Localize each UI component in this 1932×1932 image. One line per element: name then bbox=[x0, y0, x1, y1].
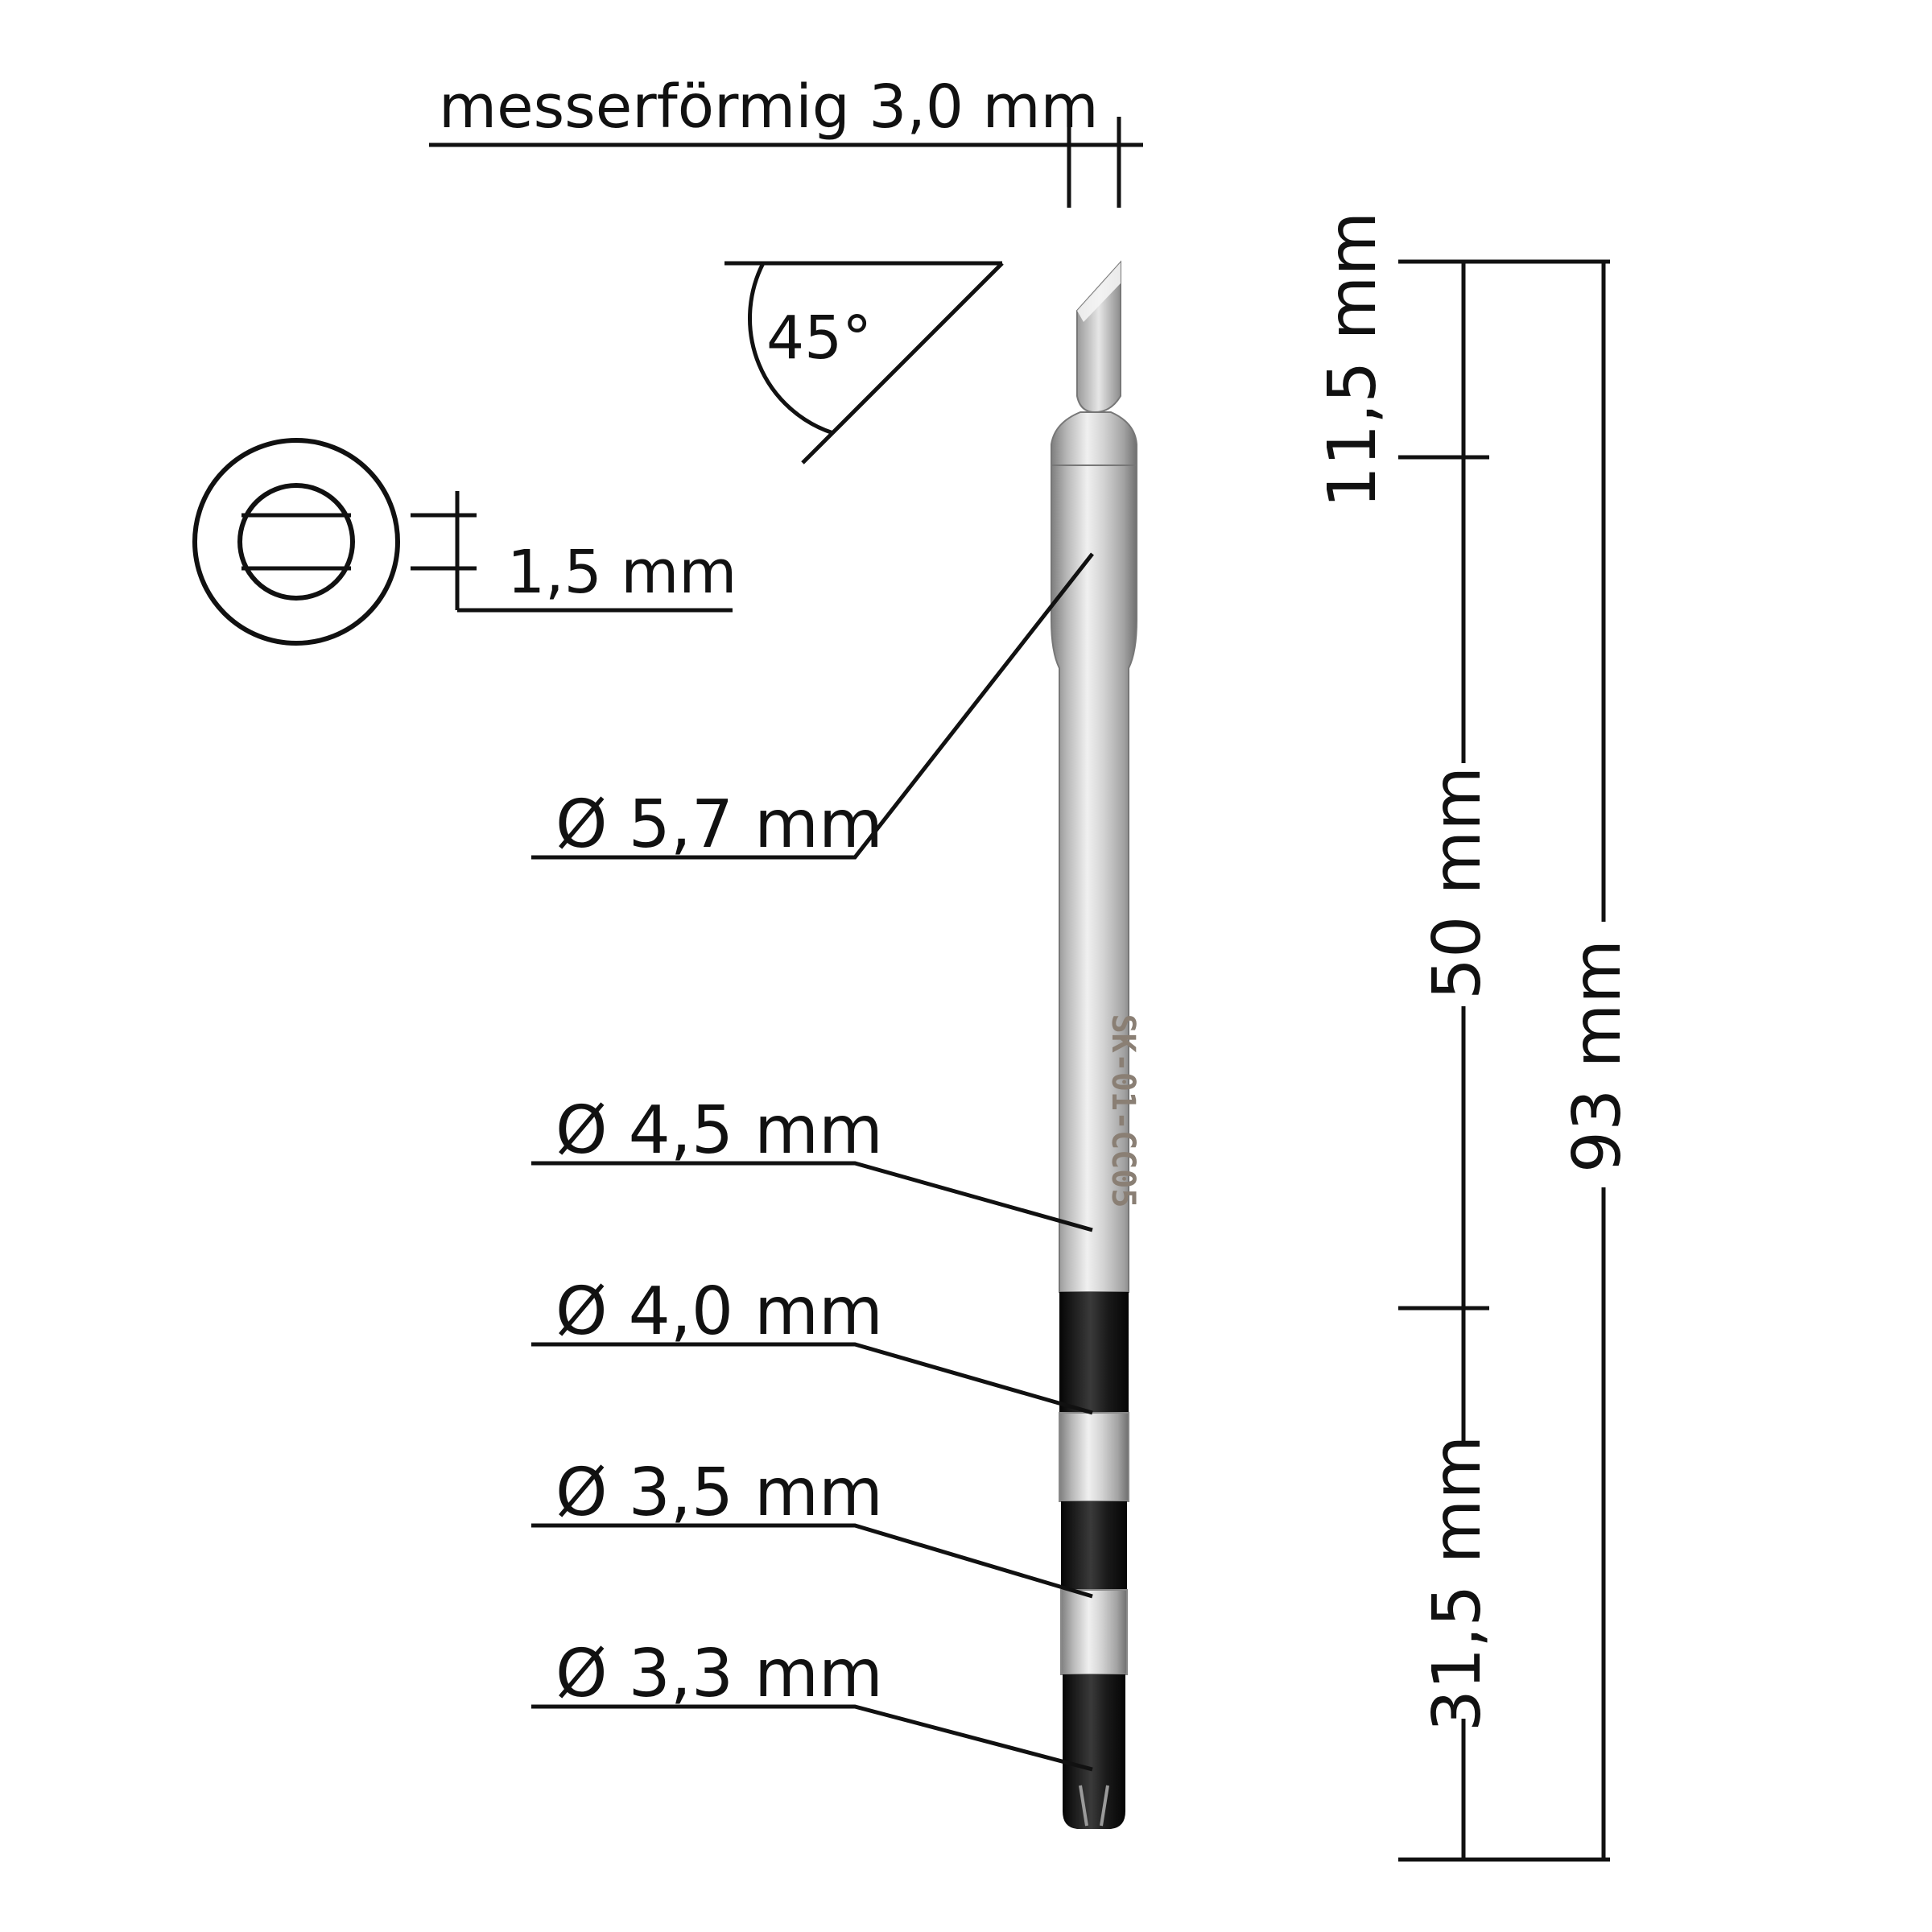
black-tip-end bbox=[1063, 1674, 1125, 1829]
knife-width-dimension: messerförmig 3,0 mm bbox=[429, 72, 1143, 208]
diameter-callout-1: Ø 5,7 mm bbox=[531, 552, 1094, 863]
cross-section-outer bbox=[192, 438, 400, 646]
engraving-text: SK-01-CC05 bbox=[1104, 1014, 1141, 1208]
angle-dimension: 45° bbox=[724, 261, 1004, 464]
black-band-1 bbox=[1059, 1292, 1129, 1413]
cross-section-inner bbox=[237, 483, 355, 601]
connector-length-label: 31,5 mm bbox=[1419, 1435, 1496, 1732]
cross-section: 1,5 mm bbox=[192, 438, 737, 646]
tip-length-label: 11,5 mm bbox=[1315, 212, 1391, 508]
diameter-label: Ø 3,5 mm bbox=[555, 1455, 883, 1531]
diameter-label: Ø 4,5 mm bbox=[555, 1092, 883, 1169]
diameter-callout-5: Ø 3,3 mm bbox=[531, 1636, 1093, 1772]
angle-label: 45° bbox=[766, 303, 872, 373]
silver-ring-1 bbox=[1059, 1412, 1129, 1502]
silver-ring-2 bbox=[1060, 1589, 1128, 1675]
end-slot bbox=[1079, 1785, 1109, 1827]
knife-width-label: messerförmig 3,0 mm bbox=[439, 72, 1099, 142]
total-length-label: 93 mm bbox=[1559, 939, 1636, 1173]
blade-bevel bbox=[1077, 262, 1121, 322]
diameter-label: Ø 5,7 mm bbox=[555, 786, 883, 863]
diameter-callout-3: Ø 4,0 mm bbox=[531, 1274, 1093, 1415]
diameter-callouts: Ø 5,7 mm Ø 4,5 mm Ø 4,0 mm Ø 3,5 mm Ø 3,… bbox=[531, 552, 1094, 1772]
shaft-length-label: 50 mm bbox=[1419, 766, 1496, 1000]
diameter-callout-2: Ø 4,5 mm bbox=[531, 1092, 1093, 1232]
tip-collar bbox=[1051, 411, 1137, 466]
black-band-2 bbox=[1061, 1501, 1127, 1590]
diameter-callout-4: Ø 3,5 mm bbox=[531, 1455, 1093, 1599]
diameter-label: Ø 3,3 mm bbox=[555, 1636, 883, 1712]
diameter-label: Ø 4,0 mm bbox=[555, 1274, 883, 1350]
length-dimensions: 11,5 mm 50 mm 31,5 mm 93 mm bbox=[1315, 212, 1636, 1862]
soldering-tip: SK-01-CC05 bbox=[1051, 260, 1141, 1829]
thickness-label: 1,5 mm bbox=[507, 538, 737, 607]
